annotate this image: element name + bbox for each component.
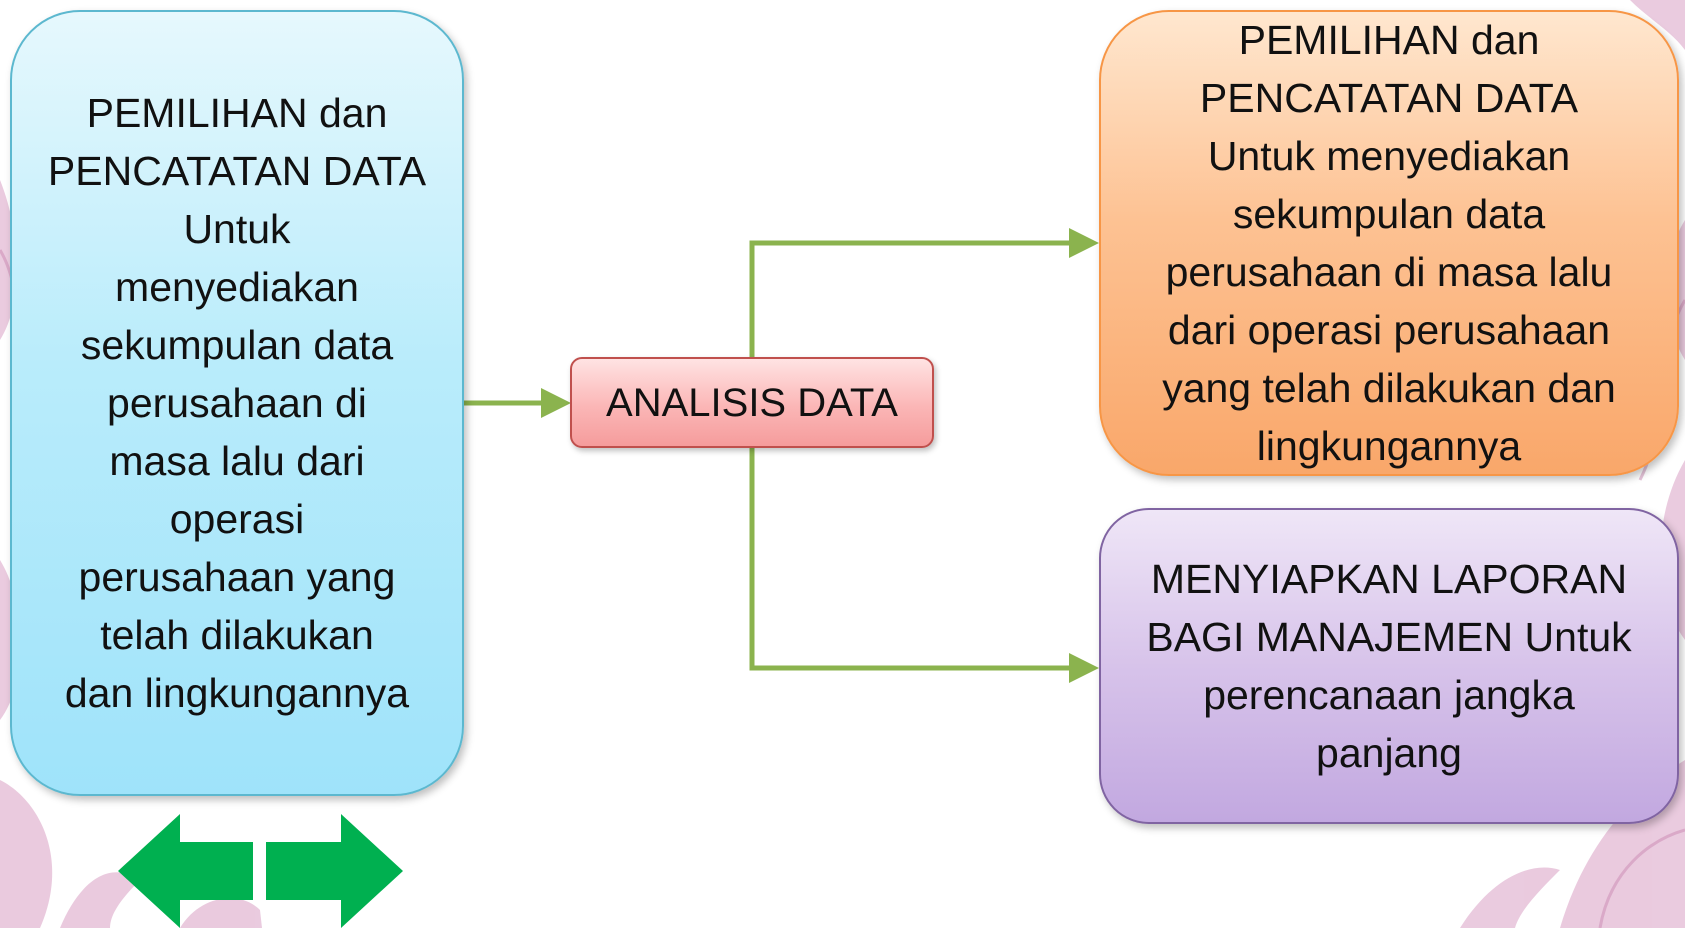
arrow-left-icon (118, 814, 253, 928)
output-top-box-text: PEMILIHAN dan PENCATATAN DATA Untuk meny… (1162, 17, 1616, 469)
output-bottom-box-text: MENYIAPKAN LAPORAN BAGI MANAJEMEN Untuk … (1146, 556, 1632, 776)
source-data-box: PEMILIHAN dan PENCATATAN DATA Untuk meny… (10, 10, 464, 796)
analysis-data-box: ANALISIS DATA (570, 357, 934, 448)
previous-slide-button[interactable] (118, 814, 253, 928)
connector-analysis-to-bottom-output (749, 448, 1099, 683)
analysis-data-box-text: ANALISIS DATA (606, 380, 898, 425)
output-bottom-box: MENYIAPKAN LAPORAN BAGI MANAJEMEN Untuk … (1099, 508, 1679, 824)
arrow-right-icon (266, 814, 403, 928)
source-data-box-text: PEMILIHAN dan PENCATATAN DATA Untuk meny… (47, 90, 427, 716)
next-slide-button[interactable] (266, 814, 403, 928)
connector-analysis-to-top-output (749, 228, 1099, 357)
output-top-box: PEMILIHAN dan PENCATATAN DATA Untuk meny… (1099, 10, 1679, 476)
